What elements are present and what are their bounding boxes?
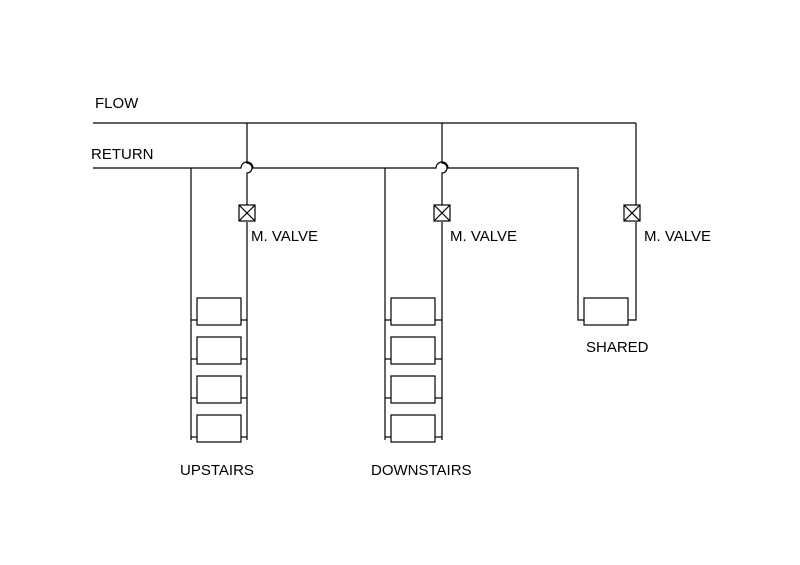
return-main-pipe — [93, 161, 584, 321]
radiator — [583, 297, 629, 326]
shared-motorised-valve-icon — [623, 204, 641, 222]
downstairs-flow-drop — [441, 123, 448, 205]
upstairs-radiators — [191, 297, 247, 443]
radiator — [390, 414, 436, 443]
upstairs-flow-drop — [246, 123, 253, 205]
return-label: RETURN — [91, 146, 154, 163]
downstairs-motorised-valve-icon — [433, 204, 451, 222]
zone-shared: M. VALVE SHARED — [583, 123, 711, 356]
downstairs-zone-label: DOWNSTAIRS — [371, 462, 472, 479]
downstairs-radiators — [385, 297, 442, 443]
upstairs-motorised-valve-icon — [238, 204, 256, 222]
main-pipes — [93, 122, 636, 321]
zone-upstairs: M. VALVE UPSTAIRS — [180, 123, 318, 479]
radiator — [390, 375, 436, 404]
flow-label: FLOW — [95, 95, 139, 112]
radiator — [196, 297, 242, 326]
radiator — [196, 414, 242, 443]
upstairs-valve-label: M. VALVE — [251, 228, 318, 245]
downstairs-valve-label: M. VALVE — [450, 228, 517, 245]
radiator — [390, 297, 436, 326]
upstairs-zone-label: UPSTAIRS — [180, 462, 254, 479]
radiator — [196, 336, 242, 365]
radiator — [196, 375, 242, 404]
shared-valve-label: M. VALVE — [644, 228, 711, 245]
radiator — [390, 336, 436, 365]
shared-zone-label: SHARED — [586, 339, 649, 356]
zone-downstairs: M. VALVE DOWNSTAIRS — [371, 123, 517, 479]
shared-flow-riser — [628, 222, 637, 321]
